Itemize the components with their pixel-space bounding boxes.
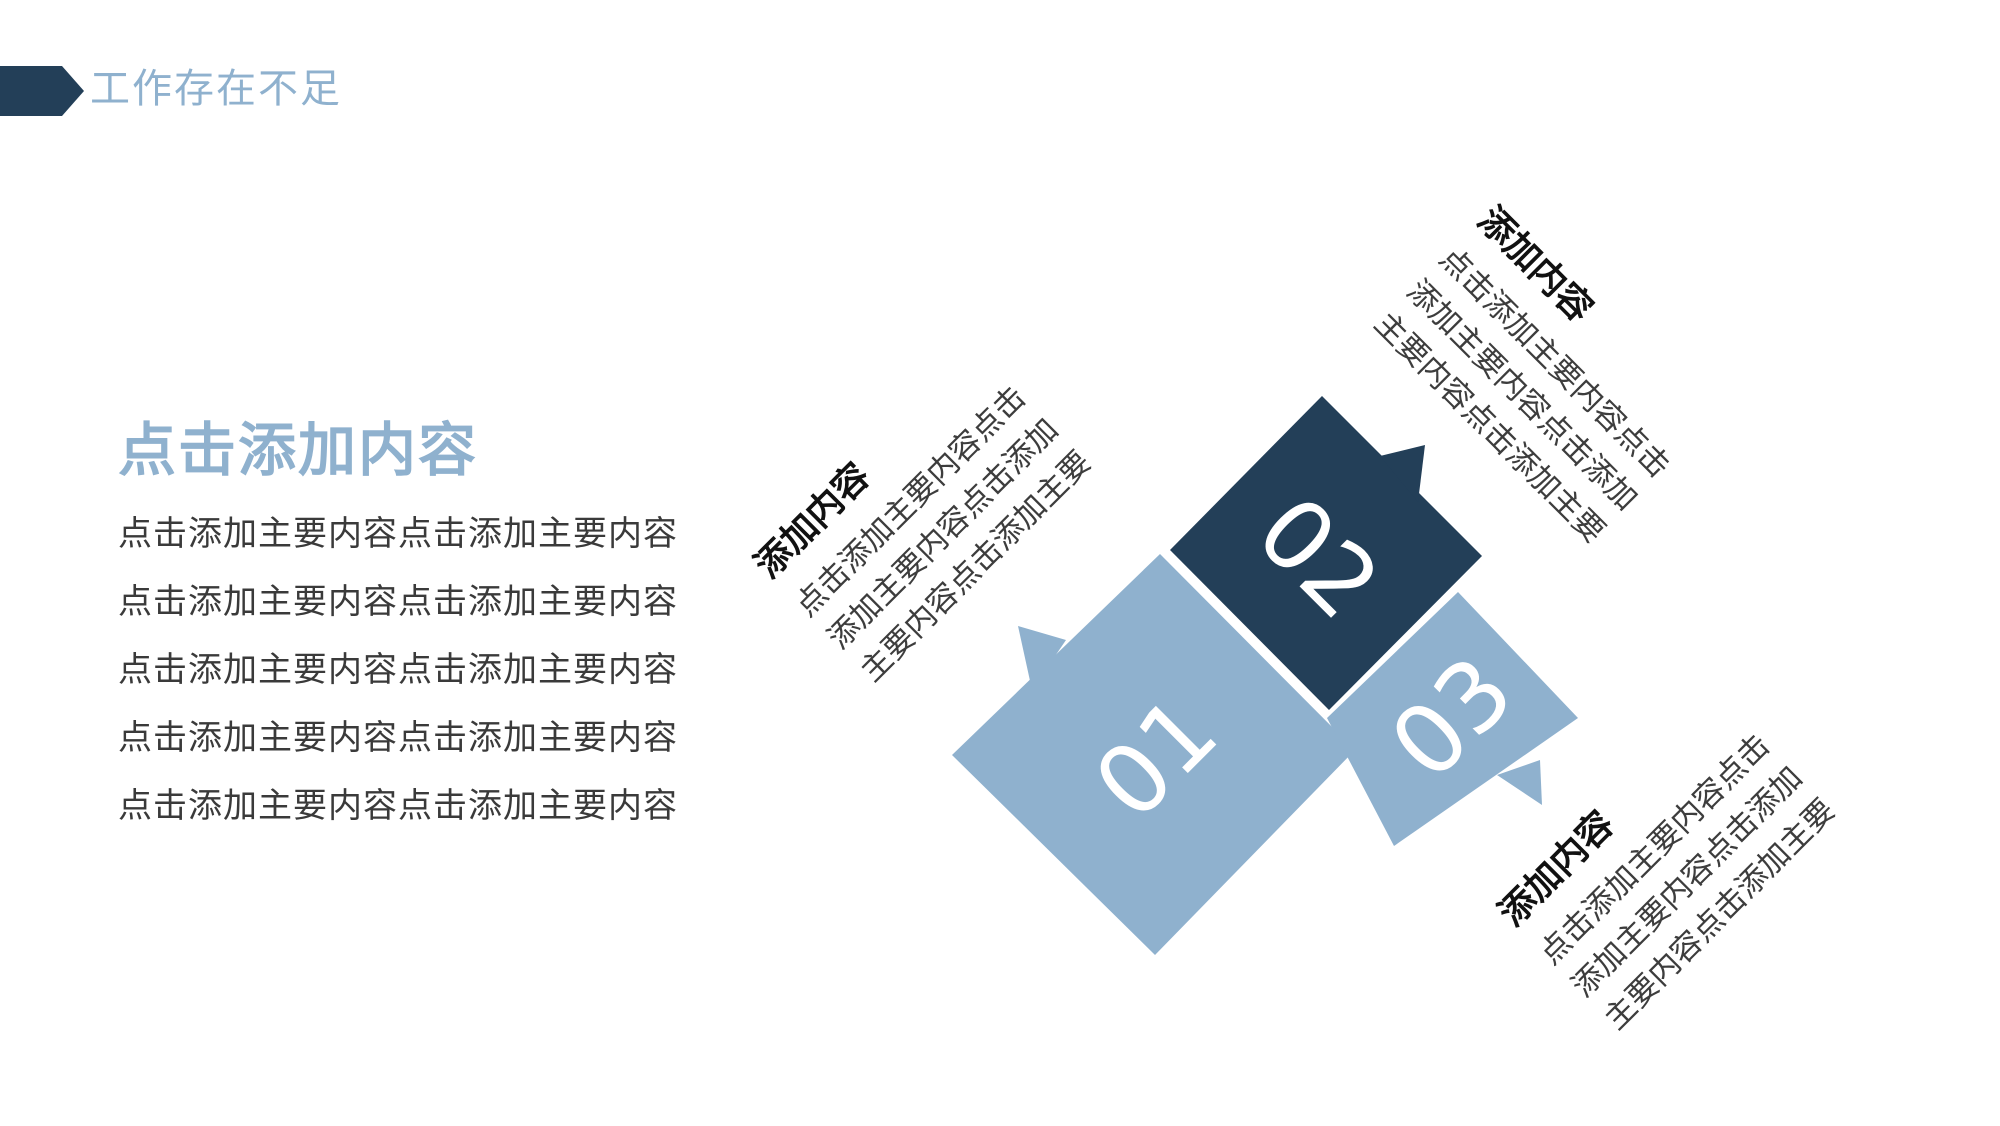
block-01-shape [952,554,1355,955]
block-03-shape [1327,592,1578,846]
diagram-block-03: 03 [1327,592,1578,846]
main-paragraph: 点击添加主要内容点击添加主要内容点击添加主要内容点击添加主要内容点击添加主要内容… [118,514,678,826]
block-03-pointer [1497,760,1542,805]
block-02-shape [1170,396,1482,710]
main-heading: 点击添加内容 [118,416,479,484]
diagram-block-02: 02 [1170,396,1482,710]
header-tab-marker [0,66,84,116]
block-02-pointer [1380,445,1425,502]
page-title: 工作存在不足 [90,66,342,112]
diagram-block-01: 01 [952,554,1355,955]
block-01-pointer [1018,626,1066,690]
